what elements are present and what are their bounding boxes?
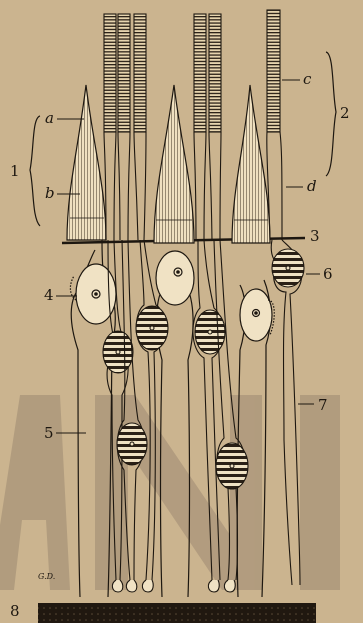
svg-text:d: d — [307, 177, 317, 195]
svg-text:5: 5 — [44, 424, 54, 442]
label-3: 3 — [310, 227, 320, 245]
artist-signature: G.D. — [38, 572, 55, 581]
svg-text:4: 4 — [44, 286, 54, 304]
label-8: 8 — [10, 602, 20, 620]
svg-text:8: 8 — [10, 602, 20, 620]
svg-text:a: a — [45, 109, 54, 127]
svg-text:3: 3 — [310, 227, 320, 245]
label-c: c — [282, 70, 312, 88]
svg-text:b: b — [45, 184, 55, 202]
watermark-i-glyph — [300, 395, 340, 590]
label-a: a — [45, 109, 84, 127]
svg-text:c: c — [303, 70, 312, 88]
svg-text:2: 2 — [340, 104, 350, 122]
watermark-a-glyph — [0, 395, 70, 590]
svg-text:7: 7 — [318, 396, 328, 414]
label-6: 6 — [306, 265, 333, 283]
rod-6 — [267, 10, 304, 585]
rod-3 — [134, 14, 168, 592]
label-2: 2 — [326, 52, 350, 176]
label-1: 1 — [10, 116, 40, 226]
svg-text:6: 6 — [323, 265, 333, 283]
label-5: 5 — [44, 424, 86, 442]
svg-text:1: 1 — [10, 162, 20, 180]
basal-membrane — [38, 603, 316, 623]
label-d: d — [286, 177, 317, 195]
